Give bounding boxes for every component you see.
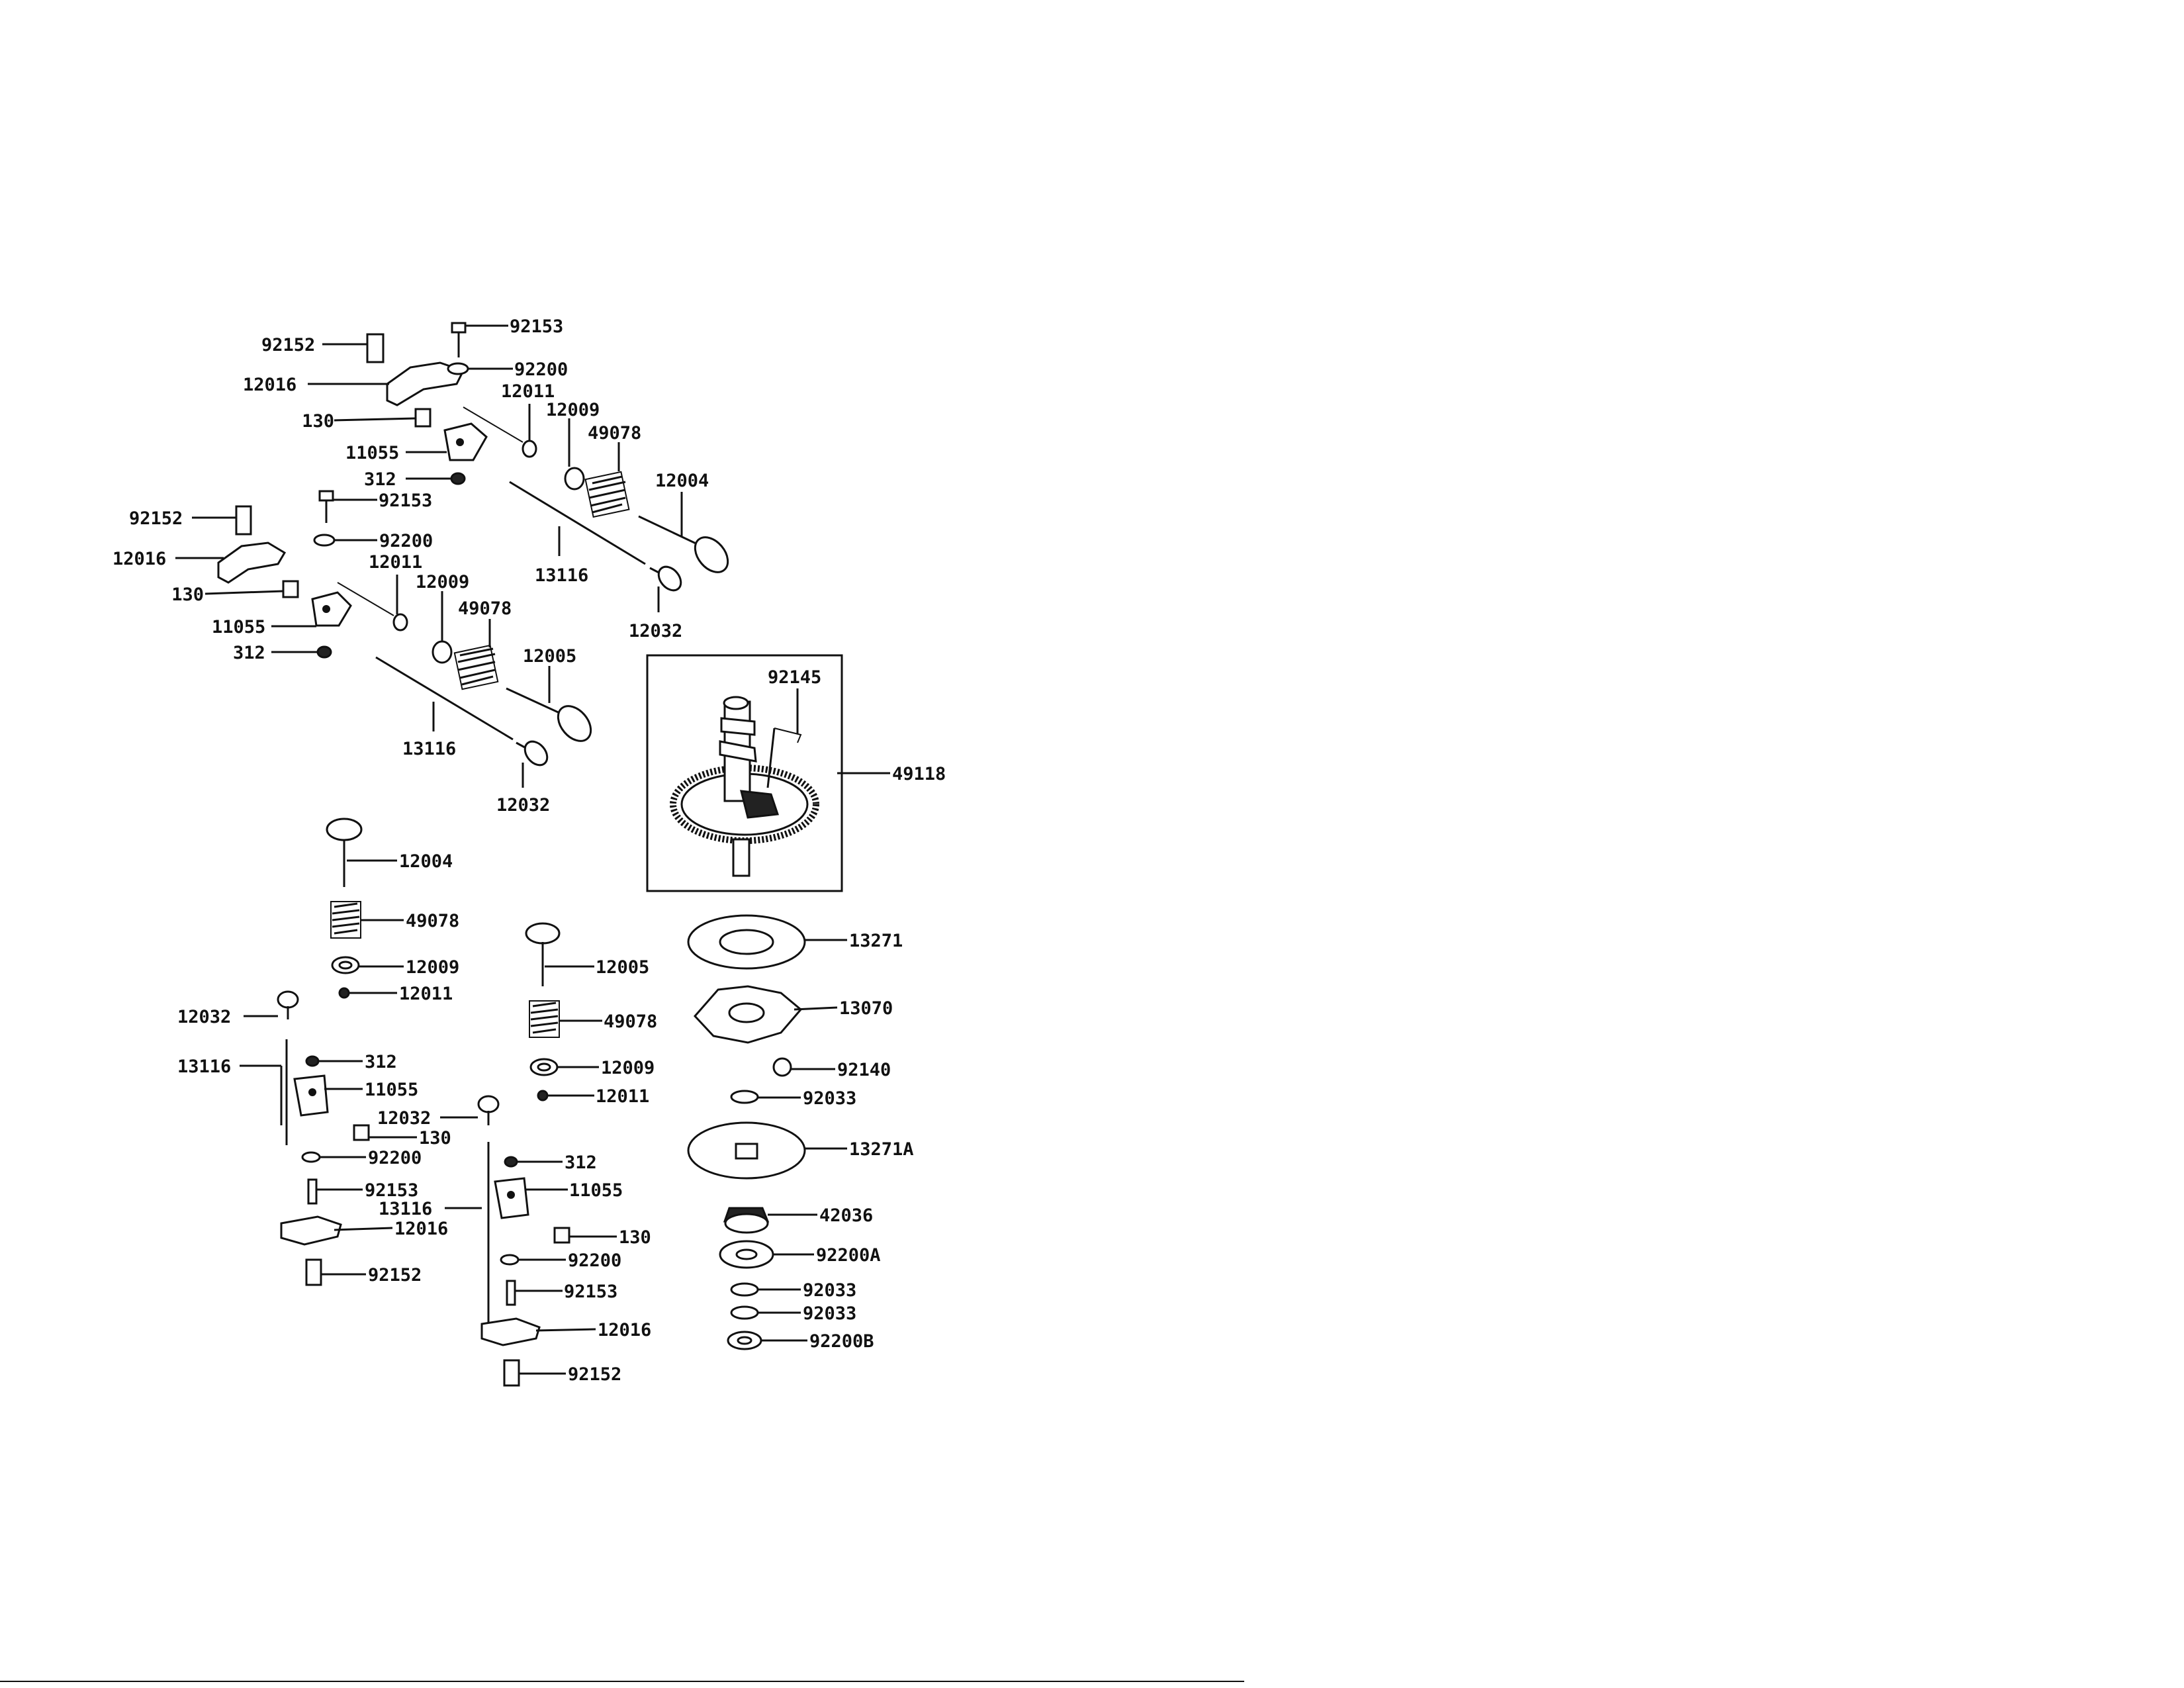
callout-312: 312 [565, 1152, 597, 1173]
leader-lines [175, 324, 890, 1375]
callout-12016: 12016 [243, 375, 296, 395]
callout-13271: 13271 [849, 931, 903, 951]
callout-92033: 92033 [803, 1303, 856, 1324]
callout-92033: 92033 [803, 1088, 856, 1109]
callout-12004: 12004 [655, 471, 709, 491]
callout-92153: 92153 [379, 491, 432, 511]
lower-left-rocker-stack [277, 990, 370, 1286]
callout-12011: 12011 [501, 381, 555, 402]
camshaft-assembly [646, 654, 843, 892]
callout-12016: 12016 [598, 1320, 651, 1340]
callout-92200B: 92200B [809, 1331, 874, 1352]
callout-12009: 12009 [406, 957, 459, 978]
callout-13116: 13116 [177, 1056, 231, 1077]
callout-12004: 12004 [399, 851, 453, 872]
callout-92200: 92200 [379, 531, 433, 551]
callout-12009: 12009 [546, 400, 600, 420]
callout-12032: 12032 [377, 1108, 431, 1129]
callout-11055: 11055 [212, 617, 265, 637]
callout-12032: 12032 [496, 795, 550, 816]
callout-92152: 92152 [368, 1265, 422, 1286]
callout-312: 312 [233, 643, 265, 663]
callout-130: 130 [619, 1227, 651, 1248]
callout-12032: 12032 [177, 1007, 231, 1027]
callout-92152: 92152 [261, 335, 315, 355]
callout-49078: 49078 [406, 911, 459, 931]
callout-92152: 92152 [129, 508, 183, 529]
callout-13116: 13116 [379, 1199, 432, 1219]
callout-12009: 12009 [416, 572, 469, 592]
callout-49118: 49118 [892, 764, 946, 784]
callout-12011: 12011 [596, 1086, 649, 1107]
callout-11055: 11055 [345, 443, 399, 463]
left-rocker-assembly [217, 490, 592, 767]
callout-12016: 12016 [113, 549, 166, 569]
governor-stack [687, 914, 806, 1350]
callout-92152: 92152 [568, 1364, 621, 1385]
callout-92200: 92200 [368, 1148, 422, 1168]
lower-right-rocker-stack [477, 1095, 570, 1387]
callout-13116: 13116 [402, 739, 456, 759]
callout-12005: 12005 [523, 646, 576, 667]
callout-12011: 12011 [399, 984, 453, 1004]
callout-49078: 49078 [604, 1011, 657, 1032]
callout-13116: 13116 [535, 565, 588, 586]
callout-92033: 92033 [803, 1280, 856, 1301]
callout-labels: 92152 12016 130 11055 312 92153 92200 12… [113, 316, 946, 1385]
callout-12005: 12005 [596, 957, 649, 978]
callout-92145: 92145 [768, 667, 821, 688]
callout-11055: 11055 [569, 1180, 623, 1201]
callout-12011: 12011 [369, 552, 422, 573]
callout-130: 130 [302, 411, 334, 432]
callout-49078: 49078 [458, 598, 512, 619]
callout-92140: 92140 [837, 1060, 891, 1080]
upper-rocker-assembly [366, 322, 729, 592]
callout-12016: 12016 [394, 1219, 448, 1239]
center-valve-stack [326, 818, 363, 999]
callout-92153: 92153 [564, 1282, 617, 1302]
callout-92200A: 92200A [816, 1245, 881, 1266]
callout-13070: 13070 [839, 998, 893, 1019]
callout-49078: 49078 [588, 423, 641, 444]
callout-92153: 92153 [365, 1180, 418, 1201]
callout-92153: 92153 [510, 316, 563, 337]
right-valve-stack [525, 922, 561, 1102]
callout-13271A: 13271A [849, 1139, 914, 1160]
callout-42036: 42036 [819, 1205, 873, 1226]
callout-92200: 92200 [568, 1250, 621, 1271]
callout-312: 312 [364, 469, 396, 490]
callout-11055: 11055 [365, 1080, 418, 1100]
callout-130: 130 [419, 1128, 451, 1149]
callout-130: 130 [171, 585, 204, 605]
callout-92200: 92200 [514, 359, 568, 380]
callout-312: 312 [365, 1052, 397, 1072]
callout-12009: 12009 [601, 1058, 655, 1078]
callout-12032: 12032 [629, 621, 682, 641]
